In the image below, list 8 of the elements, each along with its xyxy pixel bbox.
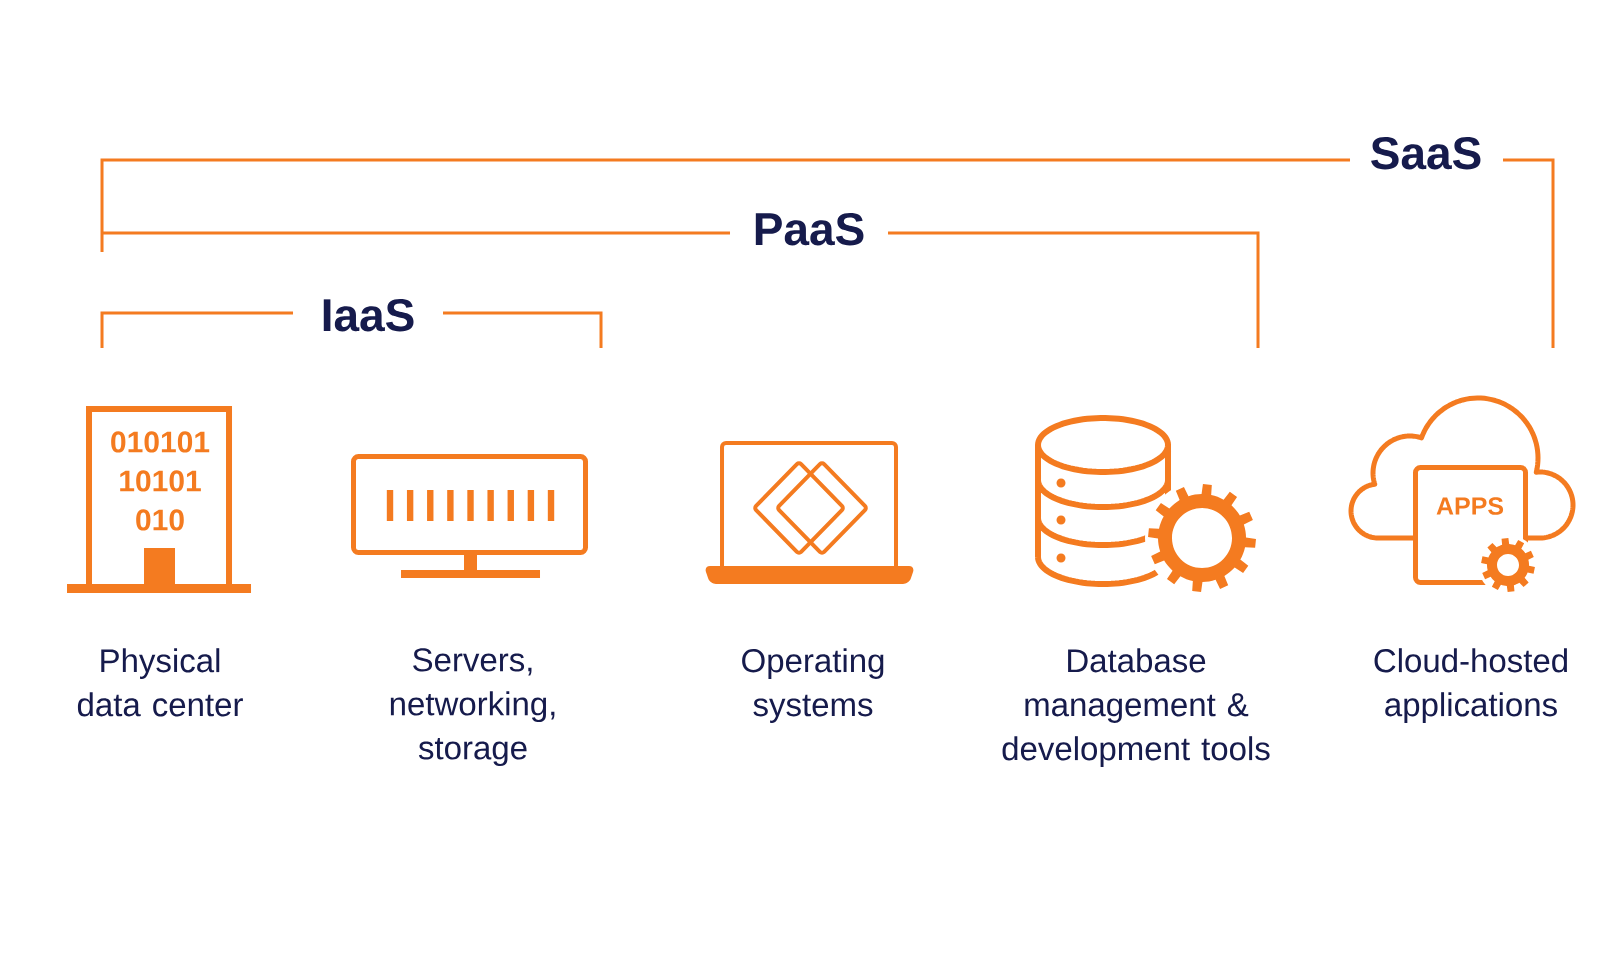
bracket-label: PaaS (755, 212, 864, 246)
node-label: Operating systems (742, 648, 884, 723)
node-label: Physical data center (77, 648, 243, 717)
node-label: Cloud-hosted applications (1374, 648, 1567, 723)
bracket-label: SaaS (1371, 136, 1481, 170)
node-label: Servers, networking, storage (390, 648, 555, 767)
bracket-label: IaaS (323, 298, 414, 332)
node-label: Database management & development tools (1002, 648, 1270, 767)
